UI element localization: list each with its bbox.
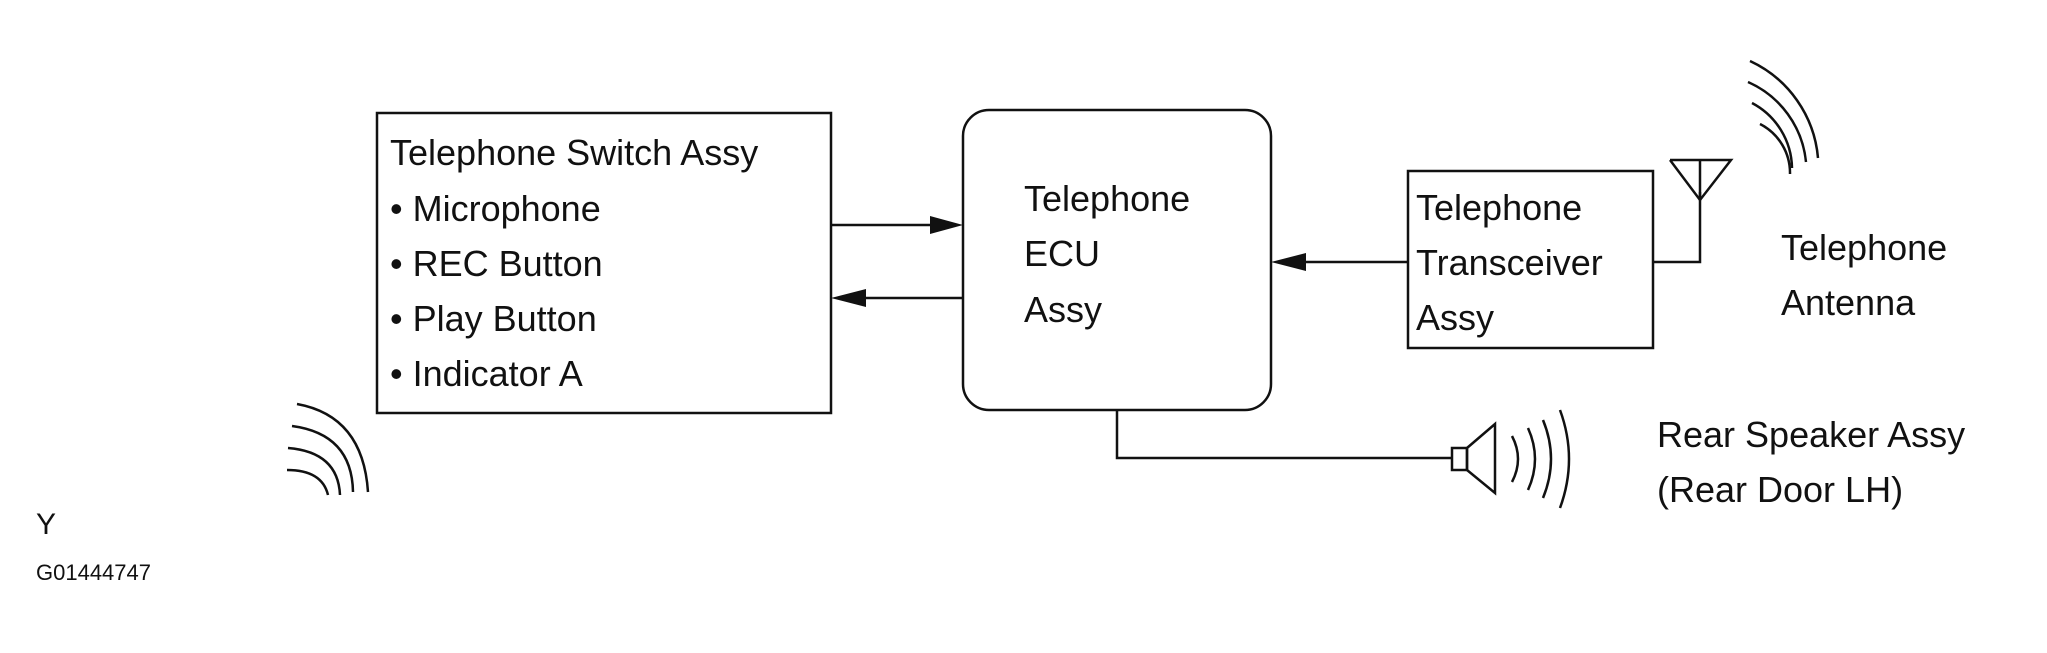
arrowhead-to-switch xyxy=(831,289,866,307)
switch-assy-item: • Play Button xyxy=(390,298,597,339)
ecu-label-line: ECU xyxy=(1024,233,1101,274)
telephone-ecu-box xyxy=(961,108,1273,412)
antenna-label-line: Telephone xyxy=(1781,227,1948,268)
arrowhead-from-transceiver xyxy=(1271,253,1306,271)
antenna-label-line: Antenna xyxy=(1781,282,1916,323)
switch-assy-title: Telephone Switch Assy xyxy=(390,132,759,173)
switch-assy-item: • REC Button xyxy=(390,243,603,284)
speaker-icon xyxy=(1450,409,1571,509)
microphone-sound-waves-icon xyxy=(286,402,370,496)
transceiver-label-line: Telephone xyxy=(1416,187,1583,228)
arrowhead-to-ecu xyxy=(930,216,963,234)
switch-assy-item: • Microphone xyxy=(390,188,601,229)
antenna-waves-icon xyxy=(1747,59,1820,175)
ecu-to-speaker-line xyxy=(1115,410,1452,460)
antenna-feed-line xyxy=(1653,192,1702,264)
telephone-switch-box xyxy=(375,111,833,415)
telephone-transceiver-box xyxy=(1406,169,1655,350)
transceiver-label-line: Assy xyxy=(1416,297,1495,338)
figure-letter: Y xyxy=(36,508,57,541)
transceiver-label-line: Transceiver xyxy=(1416,242,1603,283)
speaker-label-line: (Rear Door LH) xyxy=(1657,469,1904,510)
switch-assy-item: • Indicator A xyxy=(390,353,583,394)
ecu-label-line: Telephone xyxy=(1024,178,1191,219)
speaker-label-line: Rear Speaker Assy xyxy=(1657,414,1966,455)
ecu-label-line: Assy xyxy=(1024,289,1103,330)
antenna-icon xyxy=(1669,158,1734,203)
figure-code: G01444747 xyxy=(36,560,151,585)
